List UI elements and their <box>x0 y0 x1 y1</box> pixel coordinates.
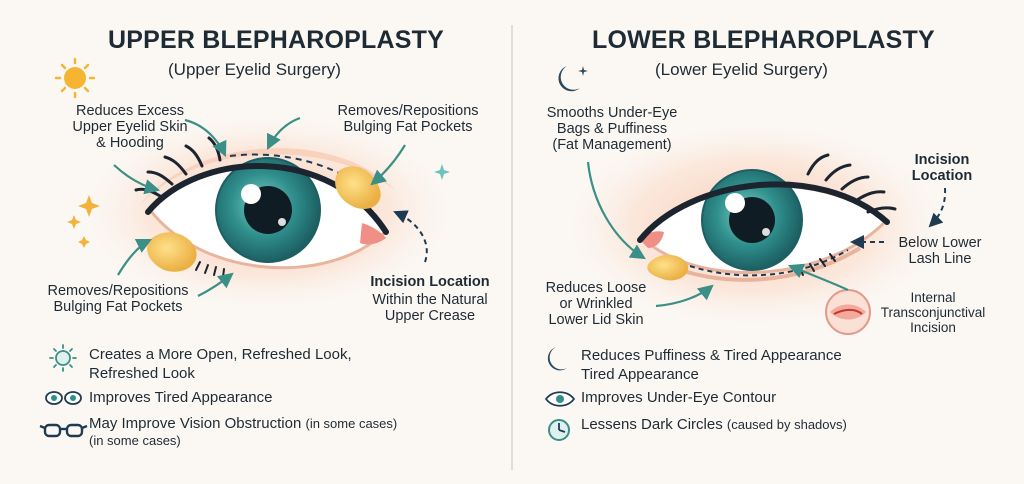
sparkle-icon <box>434 164 450 180</box>
upper-incision-title: Incision Location <box>370 274 490 290</box>
lower-arrows <box>586 161 849 308</box>
lower-benefit-3: Lessens Dark Circles (caused by shadovs) <box>581 416 847 433</box>
sparkle-icon <box>67 195 100 248</box>
upper-incision-text: Within the Natural Upper Crease <box>372 292 488 325</box>
clock-icon <box>548 419 570 441</box>
upper-subtitle: (Upper Eyelid Surgery) <box>168 60 341 79</box>
lower-title: LOWER BLEPHAROPLASTY <box>592 26 935 54</box>
lower-incision-title: Incision Location <box>911 152 973 185</box>
crescent-moon-icon <box>547 347 567 371</box>
upper-benefit-1: Creates a More Open, Refreshed Look, <box>89 346 352 363</box>
label-below-lash-line: Below Lower Lash Line <box>898 235 982 268</box>
upper-benefit-3: May Improve Vision Obstruction (in some … <box>89 415 398 432</box>
label-fat-pockets-bottom: Removes/Repositions Bulging Fat Pockets <box>47 283 189 316</box>
label-excess-skin: Reduces Excess Upper Eyelid Skin & Hoodi… <box>72 103 188 152</box>
label-loose-skin: Reduces Loose or Wrinkled Lower Lid Skin <box>545 280 647 329</box>
upper-incision-arrow <box>393 210 428 263</box>
lower-benefit-1-extra: Tired Appearance <box>581 366 699 383</box>
label-internal-incision: Internal Transconjunctival Incision <box>880 290 986 336</box>
upper-arrows <box>113 116 406 297</box>
lower-benefit-1: Reduces Puffiness & Tired Appearance <box>581 347 842 364</box>
open-eyes-icon <box>45 391 82 405</box>
label-fat-pockets-top: Removes/Repositions Bulging Fat Pockets <box>337 103 479 136</box>
lower-incision-arrow <box>928 187 947 228</box>
sun-icon <box>49 344 77 372</box>
crescent-moon-icon <box>558 66 588 92</box>
sun-icon <box>54 57 96 99</box>
upper-benefit-1-extra: Refreshed Look <box>89 365 195 382</box>
upper-eye-illustration <box>68 107 468 317</box>
upper-title: UPPER BLEPHAROPLASTY <box>108 26 444 54</box>
lower-eye-illustration <box>550 115 960 335</box>
lower-benefit-2: Improves Under-Eye Contour <box>581 389 777 406</box>
upper-benefit-2: Improves Tired Appearance <box>89 389 273 406</box>
label-under-eye-bags: Smooths Under-Eye Bags & Puffiness (Fat … <box>546 105 678 154</box>
lower-subtitle: (Lower Eyelid Surgery) <box>655 60 828 79</box>
eye-icon <box>544 391 576 407</box>
upper-benefit-3-extra: (in some cases) <box>89 433 181 448</box>
glasses-icon <box>39 423 88 438</box>
